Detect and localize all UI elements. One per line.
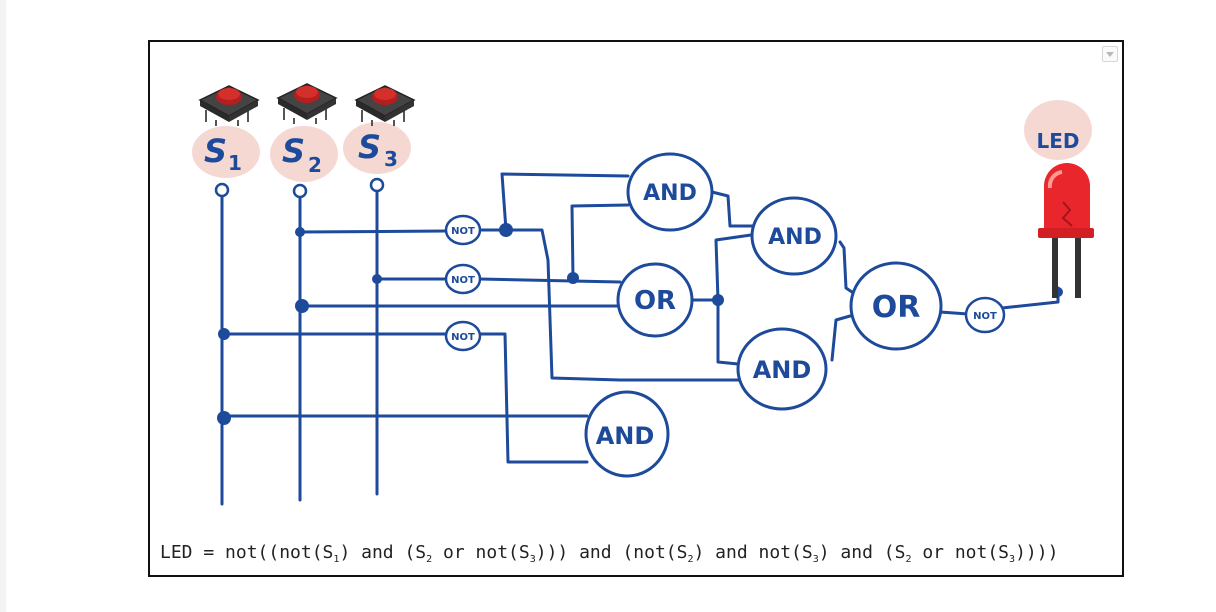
formula-subscript: 3 [529, 554, 536, 565]
and-gate-2 [750, 196, 838, 276]
wire-s2-to-not1 [298, 229, 448, 234]
junction-dot [567, 272, 579, 284]
switch-halo-s3 [343, 122, 411, 174]
junction-dot [372, 274, 382, 284]
formula-text: ) and not(S [693, 542, 813, 563]
or-gate-2 [849, 261, 943, 351]
led-halo [1024, 100, 1092, 160]
wire-not2-to-and1 [570, 203, 630, 280]
formula-text: ) and (S [818, 542, 906, 563]
not-gate-2-label: NOT [451, 275, 475, 286]
not-gate-4 [964, 296, 1006, 334]
or-gate-1-label: OR [634, 286, 676, 316]
wire-and3-to-or2 [830, 314, 852, 362]
junction-dot [295, 299, 309, 313]
options-menu-button[interactable] [1102, 46, 1118, 62]
formula-expression: = not((not(S1) and (S2 or not(S3))) and … [192, 542, 1059, 565]
wire-not3-to-and4 [478, 332, 589, 464]
chevron-down-icon [1106, 51, 1114, 57]
switch-label-s2-sub: 2 [308, 153, 322, 177]
formula-text: or not(S [911, 542, 1010, 563]
not-gate-4-label: NOT [973, 311, 997, 322]
logic-circuit-diagram: S 1 S 2 S 3 NOT NOT NOT NOT AND AND OR A… [192, 83, 1094, 506]
push-button-icon-s2 [276, 83, 338, 124]
switch-label-s3-letter: S [358, 128, 381, 166]
not-gate-1 [444, 214, 482, 246]
formula-text: )))) [1015, 542, 1059, 563]
switch-halo-s2 [270, 126, 338, 182]
wire-not2-to-or1 [478, 277, 622, 284]
switch-terminal-s1 [214, 182, 230, 198]
or-gate-2-label: OR [872, 290, 921, 325]
formula-lhs: LED [160, 542, 193, 563]
led-icon [1038, 163, 1094, 298]
switch-label-s2-letter: S [282, 132, 305, 170]
junction-dot [217, 411, 231, 425]
wire-not1-to-and3 [478, 228, 742, 382]
switch-terminal-s2 [292, 183, 308, 199]
wire-not4-to-led [1000, 286, 1060, 310]
or-gate-1 [616, 262, 694, 338]
wire-or2-to-not4 [938, 310, 970, 316]
formula-text: ) and (S [339, 542, 427, 563]
formula-text: = not((not(S [192, 542, 334, 563]
formula-text: ))) and (not(S [535, 542, 688, 563]
push-button-icon-s3 [354, 85, 416, 126]
diagram-frame: S 1 S 2 S 3 NOT NOT NOT NOT AND AND OR A… [148, 40, 1124, 577]
and-gate-2-label: AND [768, 225, 822, 250]
wire-and1-to-and2 [710, 190, 758, 228]
and-gate-3 [736, 327, 828, 411]
formula-text: or not(S [432, 542, 530, 563]
junction-dot [218, 328, 230, 340]
switch-terminal-s3 [369, 177, 385, 193]
wire-or1-to-and3 [716, 298, 740, 366]
junctions [217, 223, 1063, 425]
junction-dot [499, 223, 513, 237]
wire-or1-to-and2 [714, 232, 760, 302]
not-gate-2 [444, 263, 482, 295]
junction-dot [295, 227, 305, 237]
led-label: LED [1036, 129, 1079, 153]
and-gate-1-label: AND [643, 181, 697, 206]
and-gate-1 [626, 152, 714, 232]
not-gate-1-label: NOT [451, 226, 475, 237]
push-button-icon-s1 [198, 85, 260, 126]
formula-subscript: 1 [333, 554, 340, 565]
and-gate-4-label: AND [596, 422, 655, 450]
formula-subscript: 2 [426, 554, 433, 565]
logic-formula: LED = not((not(S1) and (S2 or not(S3))) … [160, 542, 1058, 565]
formula-subscript: 2 [687, 554, 694, 565]
not-gate-3-label: NOT [451, 332, 475, 343]
and-gate-4 [584, 390, 670, 478]
and-gate-3-label: AND [753, 356, 812, 384]
left-edge-strip [0, 0, 6, 612]
not-gate-3 [444, 320, 482, 352]
switch-halo-s1 [192, 126, 260, 178]
wire-not1-to-and1 [500, 172, 630, 232]
wire-and2-to-or2 [838, 240, 854, 294]
formula-subscript: 3 [1009, 554, 1016, 565]
switch-label-s1-letter: S [204, 132, 227, 170]
switch-label-s3-sub: 3 [384, 147, 398, 171]
formula-subscript: 2 [905, 554, 912, 565]
formula-subscript: 3 [812, 554, 819, 565]
switch-label-s1-sub: 1 [228, 151, 242, 175]
junction-dot [712, 294, 724, 306]
